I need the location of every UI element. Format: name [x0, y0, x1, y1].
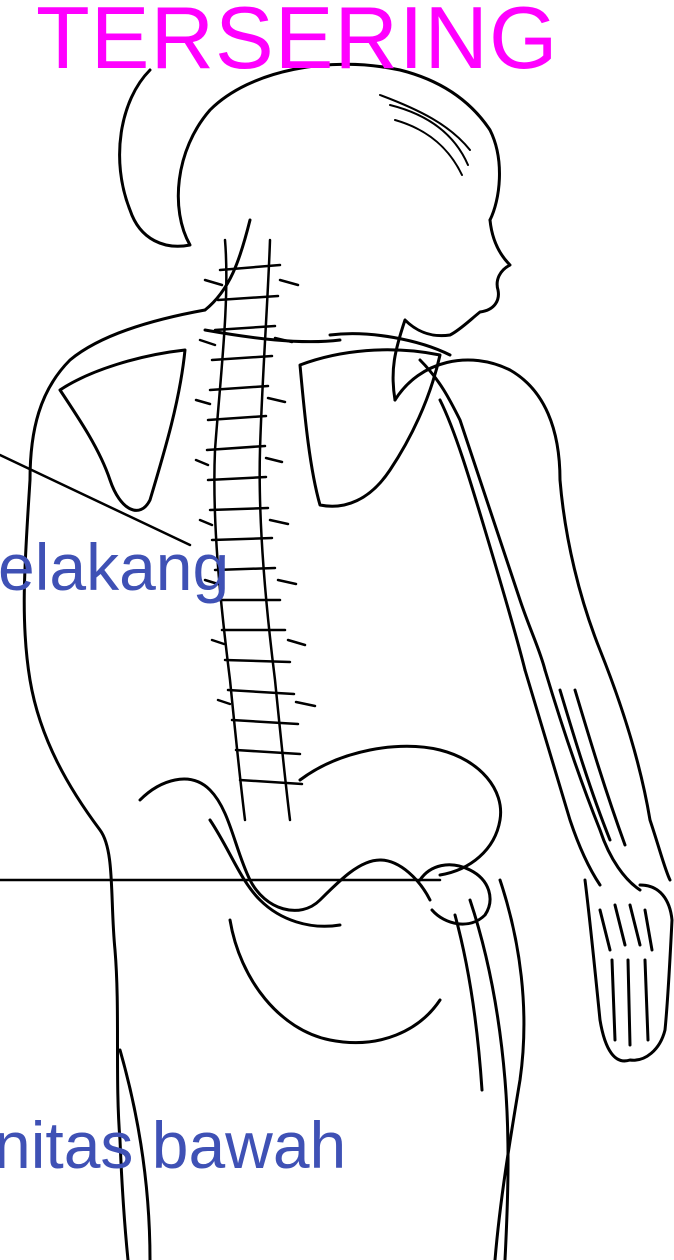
pelvis	[140, 746, 501, 926]
humerus	[420, 360, 545, 670]
head-outline	[120, 64, 500, 246]
page-title: TERSERING	[36, 0, 558, 82]
lower-body-outline	[120, 880, 524, 1260]
label-back: elakang	[0, 534, 229, 600]
hair-strands	[380, 95, 470, 175]
scapula-left	[60, 350, 185, 510]
neck-back	[205, 220, 250, 310]
right-shoulder-outline	[395, 360, 670, 880]
forearm	[525, 670, 640, 890]
femur	[420, 865, 508, 1260]
label-lower-extremity: nitas bawah	[0, 1112, 346, 1178]
face-profile	[393, 220, 510, 400]
hand	[585, 880, 672, 1061]
